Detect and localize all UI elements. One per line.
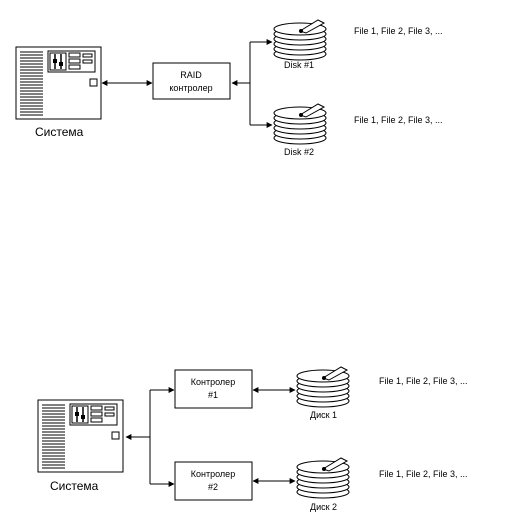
disk2-label-2: Диск 2	[310, 502, 337, 512]
controller1-line1: Контролер	[191, 377, 235, 387]
disk1-label: Disk #1	[284, 60, 314, 70]
disk2-files: File 1, File 2, File 3, ...	[354, 115, 443, 125]
disk1-files: File 1, File 2, File 3, ...	[354, 26, 443, 36]
controller1-box	[174, 369, 253, 409]
disk2-label: Disk #2	[284, 147, 314, 157]
system-label: Система	[35, 125, 84, 139]
disk1-files-2: File 1, File 2, File 3, ...	[379, 376, 468, 386]
raid-controller-line1: RAID	[180, 70, 202, 80]
disk1-icon-2	[296, 366, 350, 408]
controller2-line1: Контролер	[191, 469, 235, 479]
disk2-icon-2	[296, 457, 350, 499]
system-label-2: Система	[50, 479, 99, 493]
disk1-label-2: Диск 1	[310, 410, 337, 420]
raid-controller-line2: контролер	[169, 83, 212, 93]
system-computer-icon-2	[37, 399, 124, 473]
system-computer-icon	[15, 46, 102, 120]
disk1-icon	[273, 19, 327, 61]
disk2-files-2: File 1, File 2, File 3, ...	[379, 469, 468, 479]
diagram-raid-controller: Система RAID контролер Disk #1 File 1, F…	[15, 19, 443, 157]
controller2-line2: #2	[208, 482, 218, 492]
controller1-line2: #1	[208, 390, 218, 400]
disk2-icon	[273, 103, 327, 145]
raid-controller-box	[152, 62, 231, 100]
diagram-separate-controllers: Система Контролер #1 Контролер #2 Диск 1…	[37, 366, 468, 512]
controller2-box	[174, 461, 253, 501]
